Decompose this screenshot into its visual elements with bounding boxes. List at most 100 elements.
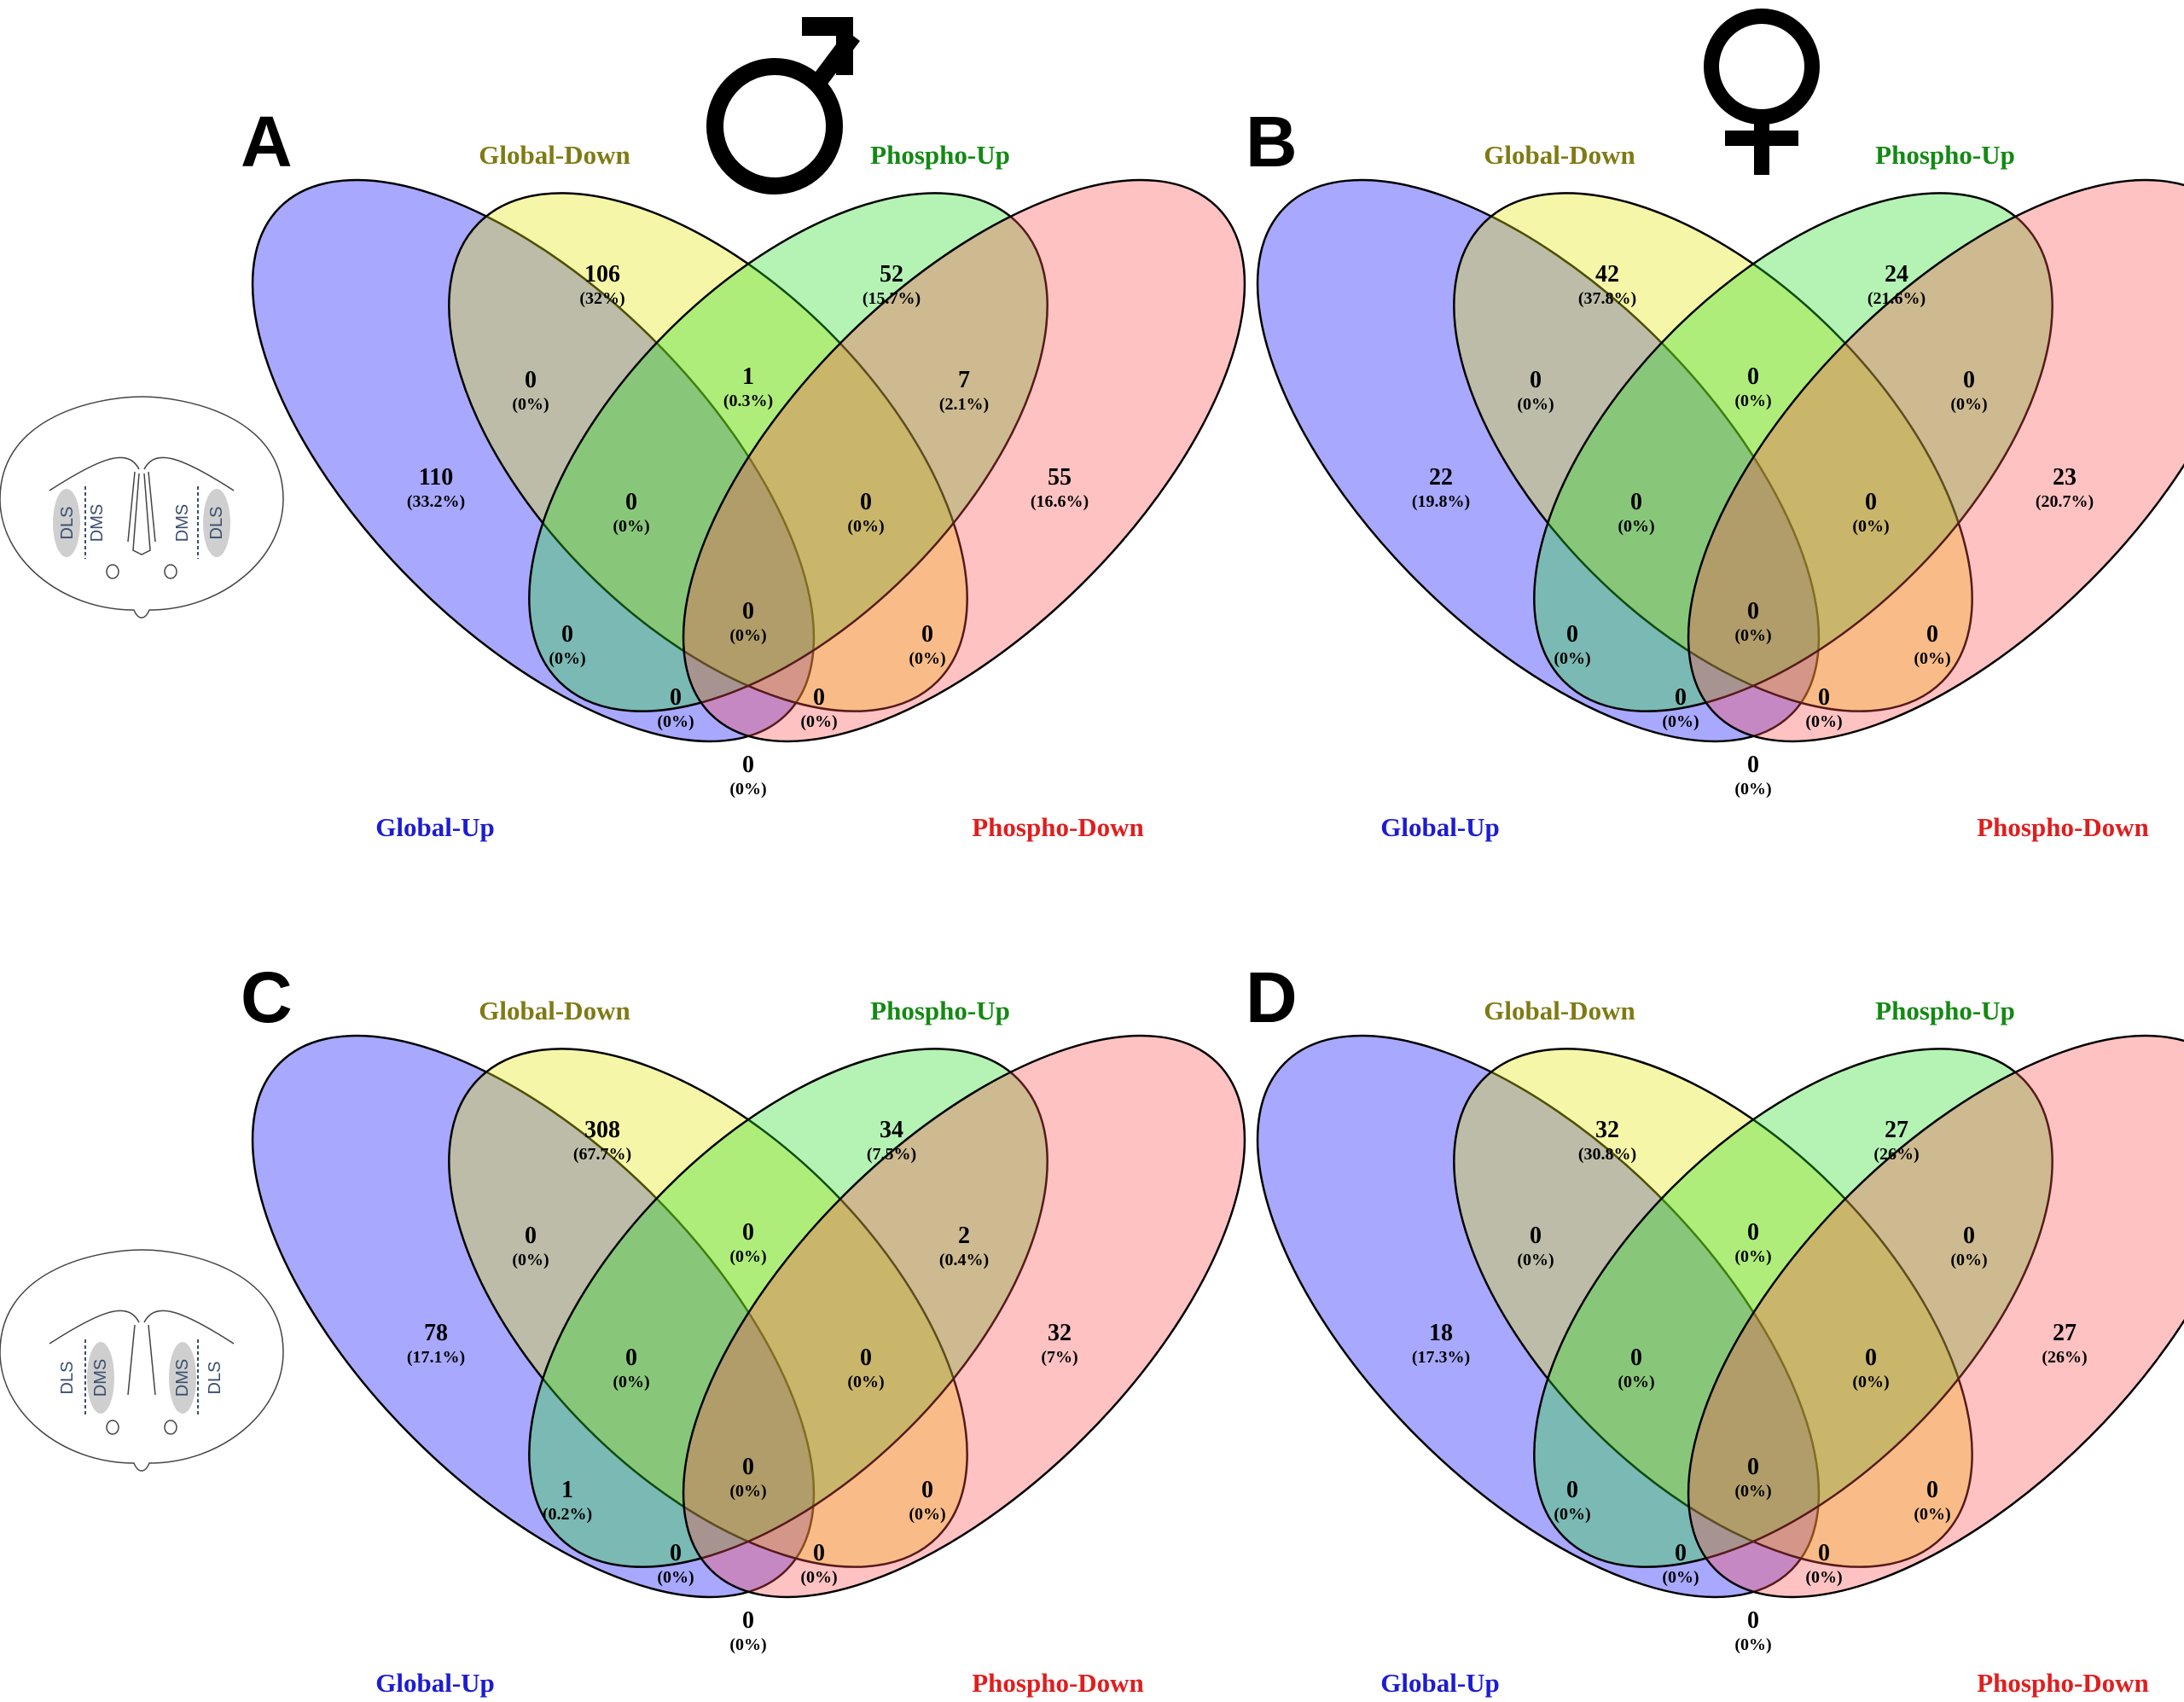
region-percent-pd: (7%)	[1041, 1348, 1077, 1367]
region-percent-gu-gd: (0%)	[512, 1251, 549, 1269]
set-label-phospho-up: Phospho-Up	[1875, 996, 2015, 1025]
region-percent-gu-gd-pd: (0%)	[1662, 712, 1699, 731]
region-count-gu-pu: 0	[1566, 621, 1578, 648]
region-percent-gd: (67.7%)	[573, 1145, 631, 1164]
region-count-pd: 32	[1048, 1320, 1072, 1346]
region-count-gu-pu-pd: 0	[813, 1540, 825, 1566]
region-percent-gu-gd: (0%)	[512, 395, 549, 414]
region-count-gu-pu: 1	[561, 1477, 573, 1503]
region-count-gu-gd-pu: 0	[625, 1345, 637, 1371]
set-ellipse-phospho-down	[1687, 1034, 2184, 1599]
region-percent-gd-pu: (0%)	[1734, 392, 1771, 410]
region-count-gu-gd: 0	[1530, 367, 1542, 393]
male-symbol-icon	[706, 17, 860, 195]
brain-label-dls-right: DLS	[207, 507, 226, 540]
region-percent-gd-pu-pd: (0%)	[1852, 1373, 1889, 1391]
region-count-gd: 106	[584, 261, 620, 288]
set-label-phospho-down: Phospho-Down	[972, 1668, 1144, 1698]
region-count-gu-gd-pd: 0	[670, 1540, 682, 1566]
region-count-gd-pd: 0	[921, 1477, 933, 1503]
region-percent-gu-gd-pu: (0%)	[613, 517, 649, 536]
region-percent-gd-pu: (0%)	[1734, 1247, 1771, 1266]
panel-letter: D	[1246, 957, 1298, 1037]
panel-letter: C	[241, 957, 293, 1037]
region-percent-gd-pd: (0%)	[1914, 649, 1950, 668]
region-percent-gu-pd: (0%)	[729, 1635, 766, 1654]
region-percent-pu-pd: (0.4%)	[939, 1251, 989, 1269]
set-label-global-down: Global-Down	[479, 996, 630, 1025]
region-percent-gu-pu-pd: (0%)	[1805, 1568, 1842, 1587]
set-ellipse-global-up	[1256, 178, 1821, 743]
set-ellipse-phospho-up	[1533, 192, 2053, 712]
region-count-gu-gd: 0	[525, 1223, 537, 1249]
region-count-gd-pd: 0	[921, 621, 933, 648]
brain-label-dls-right: DLS	[206, 1362, 224, 1395]
region-percent-gu-pd: (0%)	[729, 780, 766, 799]
region-percent-gu-pu-pd: (0%)	[800, 712, 837, 731]
region-count-pd: 55	[1048, 464, 1072, 491]
region-percent-all: (0%)	[1734, 1482, 1771, 1501]
set-label-global-up: Global-Up	[1380, 812, 1500, 842]
region-count-gu-pu-pd: 0	[1818, 684, 1830, 711]
region-count-gd-pu: 0	[1747, 363, 1759, 390]
region-percent-gd-pd: (0%)	[909, 649, 945, 668]
region-percent-gu-pu: (0.2%)	[543, 1505, 592, 1524]
set-label-phospho-down: Phospho-Down	[972, 812, 1144, 842]
region-count-gu-gd-pd: 0	[670, 684, 682, 711]
region-percent-gu-gd-pd: (0%)	[657, 712, 694, 731]
region-percent-pu: (7.5%)	[867, 1145, 916, 1164]
region-count-gu: 22	[1429, 464, 1453, 491]
brain-label-dls-left: DLS	[58, 1362, 77, 1395]
set-ellipse-global-down	[1453, 1048, 1973, 1568]
region-percent-gu-gd-pd: (0%)	[657, 1568, 694, 1587]
region-count-gd: 32	[1595, 1117, 1619, 1143]
set-label-phospho-down: Phospho-Down	[1977, 812, 2149, 842]
set-label-global-down: Global-Down	[1484, 140, 1635, 170]
region-percent-gu-gd-pu: (0%)	[1618, 517, 1654, 536]
brain-label-dms-left: DMS	[91, 1359, 110, 1397]
region-count-gd-pu-pd: 0	[860, 1345, 872, 1371]
set-label-global-up: Global-Up	[375, 812, 495, 842]
region-percent-gd: (32%)	[579, 289, 624, 308]
region-count-all: 0	[742, 598, 754, 624]
set-ellipse-global-down	[448, 192, 968, 712]
region-count-gu-pu-pd: 0	[813, 684, 825, 711]
region-percent-gd: (30.8%)	[1578, 1145, 1636, 1164]
region-count-gu-gd-pd: 0	[1675, 1540, 1687, 1566]
region-count-all: 0	[742, 1454, 754, 1480]
region-count-gu-pu: 0	[561, 621, 573, 648]
region-count-gu-gd: 0	[525, 367, 537, 393]
region-count-gd-pd: 0	[1926, 1477, 1938, 1503]
region-count-gd: 42	[1595, 261, 1619, 288]
region-count-gu-pd: 0	[742, 1607, 754, 1634]
region-percent-gd-pu-pd: (0%)	[847, 1373, 884, 1391]
region-percent-gd: (37.8%)	[1578, 289, 1636, 308]
set-ellipse-global-down	[448, 1048, 968, 1568]
region-percent-pu-pd: (0%)	[1950, 1251, 1987, 1269]
region-percent-pu-pd: (0%)	[1950, 395, 1987, 414]
region-count-gu-gd-pu: 0	[1630, 1345, 1642, 1371]
region-count-all: 0	[1747, 598, 1759, 624]
region-percent-pu-pd: (2.1%)	[939, 395, 989, 414]
region-count-gu-pd: 0	[1747, 1607, 1759, 1634]
region-percent-all: (0%)	[729, 626, 766, 645]
region-percent-gu-pu-pd: (0%)	[1805, 712, 1842, 731]
brain-section-bottom: DLS DMS DMS DLS	[0, 1249, 284, 1472]
region-percent-gu-gd-pu: (0%)	[1618, 1373, 1654, 1391]
region-count-pu-pd: 0	[1963, 367, 1975, 393]
set-ellipse-phospho-down	[682, 1034, 1246, 1599]
region-count-gd: 308	[584, 1117, 620, 1143]
region-count-gu: 110	[419, 464, 453, 491]
region-percent-gu-gd: (0%)	[1517, 395, 1554, 414]
region-percent-pu: (15.7%)	[863, 289, 921, 308]
region-count-pu-pd: 0	[1963, 1223, 1975, 1249]
brain-label-dls-left: DLS	[58, 507, 77, 540]
female-symbol-icon	[1704, 9, 1820, 175]
set-ellipse-global-up	[1256, 1034, 1821, 1599]
region-percent-gu-pu: (0%)	[1554, 1505, 1590, 1524]
